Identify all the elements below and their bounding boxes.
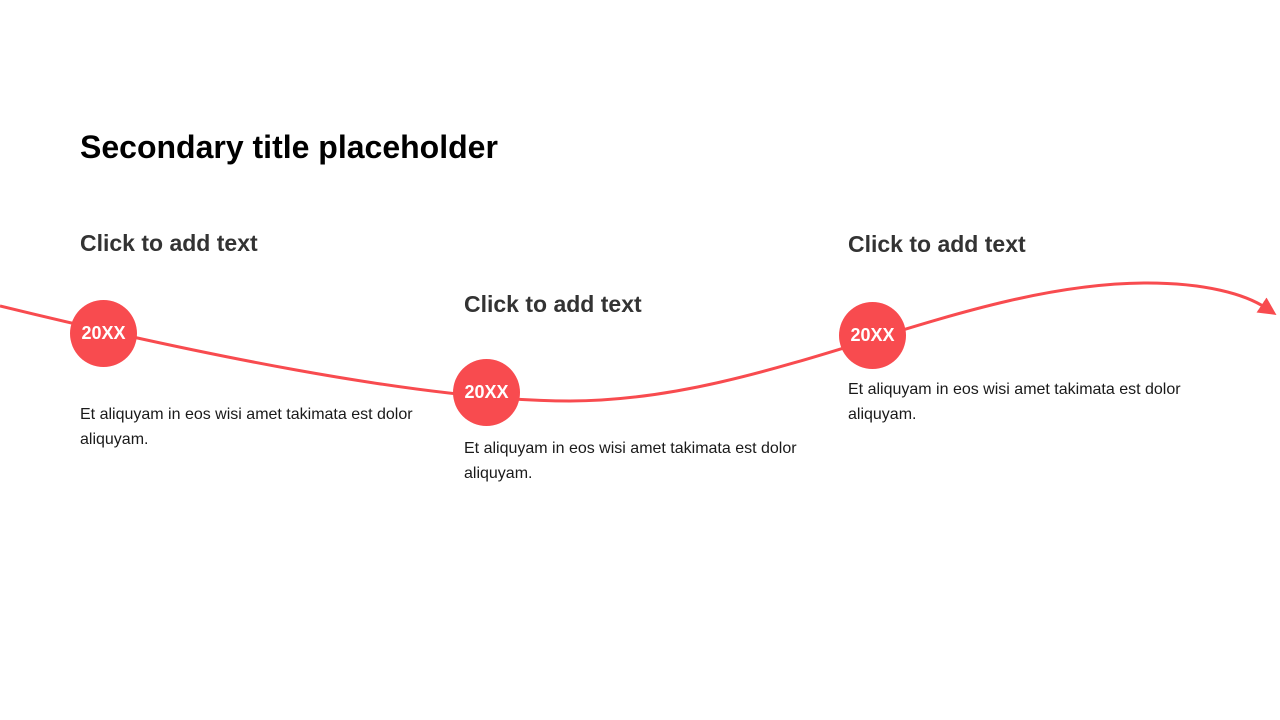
timeline-item-2-year-badge[interactable]: 20XX — [453, 359, 520, 426]
timeline-item-3-year-badge[interactable]: 20XX — [839, 302, 906, 369]
timeline-item-3-heading[interactable]: Click to add text — [848, 231, 1026, 257]
slide-title[interactable]: Secondary title placeholder — [80, 129, 498, 165]
timeline-wave-line — [0, 281, 1277, 403]
timeline-item-2-heading[interactable]: Click to add text — [464, 291, 642, 317]
timeline-item-2-body[interactable]: Et aliquyam in eos wisi amet takimata es… — [464, 440, 797, 482]
timeline-item-1-year-badge[interactable]: 20XX — [70, 300, 137, 367]
timeline-item-1-body[interactable]: Et aliquyam in eos wisi amet takimata es… — [80, 406, 413, 448]
timeline-item-3-body[interactable]: Et aliquyam in eos wisi amet takimata es… — [848, 381, 1181, 423]
timeline-item-1-heading[interactable]: Click to add text — [80, 230, 258, 256]
